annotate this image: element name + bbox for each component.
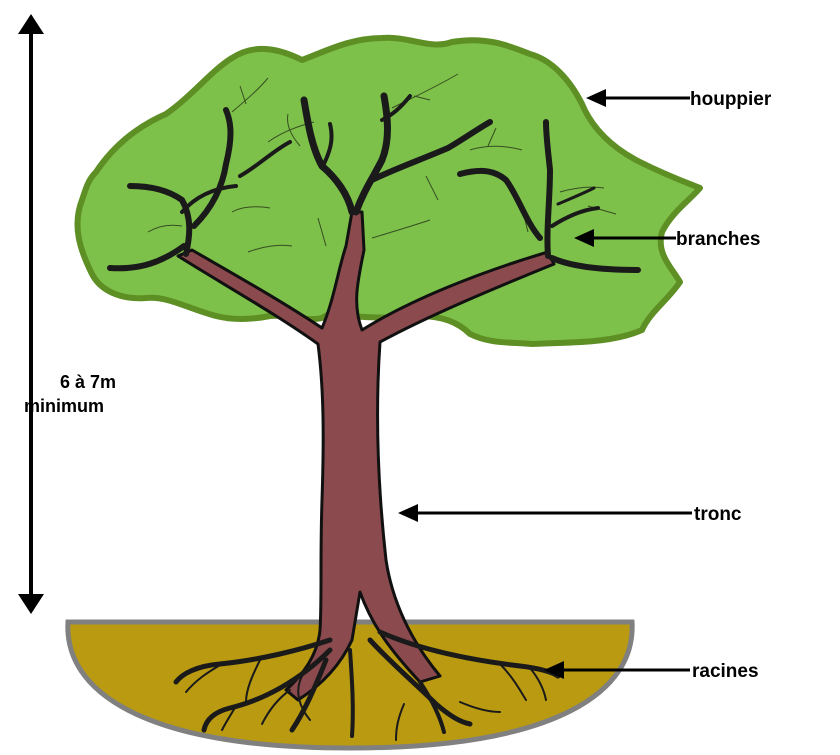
height-label-line1: 6 à 7m: [60, 372, 116, 392]
height-label-line2: minimum: [24, 396, 104, 416]
label-trunk: tronc: [694, 504, 742, 525]
label-crown: houppier: [690, 89, 772, 110]
height-arrow: [18, 14, 44, 614]
label-roots: racines: [692, 661, 759, 682]
label-branches: branches: [676, 229, 760, 250]
